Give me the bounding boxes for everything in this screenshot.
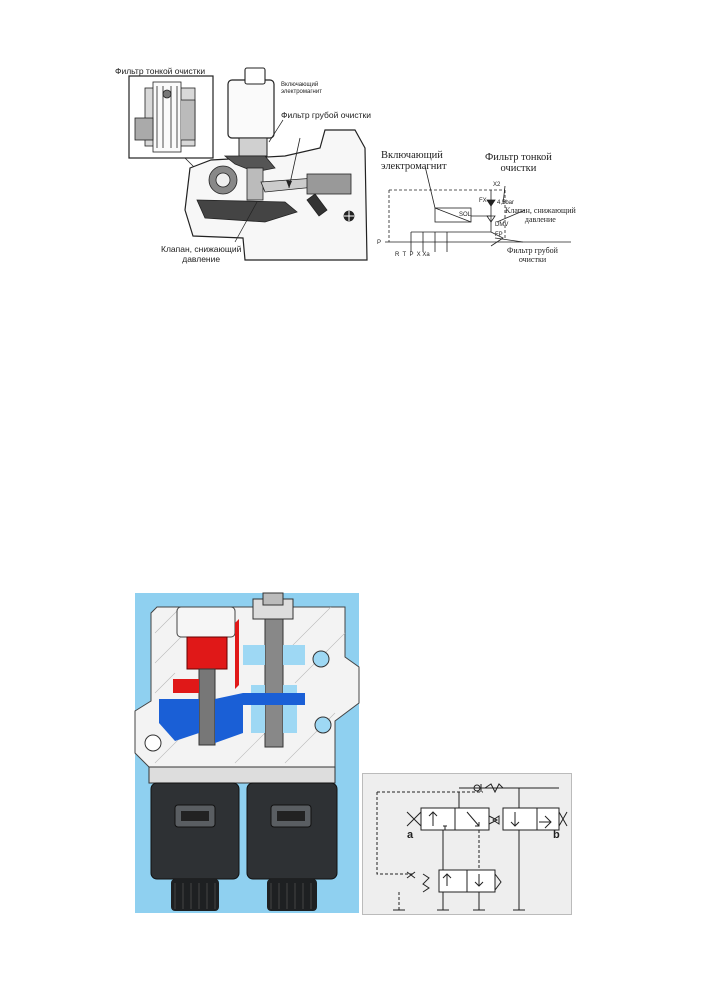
coupling-band <box>148 766 336 784</box>
port-pressure: 4,5bar <box>497 200 515 206</box>
fine-filter-inset-detail <box>134 81 196 153</box>
port-fp: FP <box>495 232 503 238</box>
port-dmv: DMV <box>495 222 509 228</box>
port-p: P <box>377 240 382 246</box>
port-sol: SOL <box>459 212 472 218</box>
schem1-label-fine-filter: Фильтр тонкой очистки <box>485 152 552 174</box>
label-switching-magnet: Включающий электромагнит <box>281 82 322 95</box>
figure-2-color-cutaway <box>134 592 360 913</box>
label-pressure-valve: Клапан, снижающий давление <box>161 244 242 264</box>
left-solenoid-cap <box>176 606 236 638</box>
hydraulic-schematic-1: Включающий электромагнит Фильтр тонкой о… <box>375 146 605 272</box>
schem1-label-coarse-filter: Фильтр грубой очистки <box>507 246 558 264</box>
schematic-1-drawing <box>385 165 571 252</box>
port-x2: X2 <box>493 182 501 188</box>
solenoid-cap <box>244 67 266 85</box>
cutaway-body <box>134 606 360 768</box>
port-fx: FX <box>479 198 487 204</box>
hydraulic-schematic-2: a b <box>362 773 572 915</box>
port-bottom-row: R T P X Xa <box>395 252 430 258</box>
schem2-label-b: b <box>553 829 560 841</box>
schematic-2-drawing <box>376 783 568 911</box>
color-cutaway-drawing <box>134 592 360 911</box>
valve-body-outline <box>184 129 368 261</box>
label-coarse-filter: Фильтр грубой очистки <box>281 110 372 120</box>
solenoid-coils <box>150 782 338 911</box>
sol-block <box>434 207 472 223</box>
valve-section-drawing <box>128 67 368 261</box>
figure-1-valve-cross-section: Фильтр тонкой очистки Включающий электро… <box>115 60 390 270</box>
schem1-label-pressure-valve: Клапан, снижающий давление <box>505 206 576 224</box>
label-fine-filter: Фильтр тонкой очистки <box>115 66 206 76</box>
solenoid-housing <box>227 79 275 139</box>
schem1-label-switching-magnet: Включающий электромагнит <box>381 150 447 172</box>
internal-channels <box>196 155 355 223</box>
blue-oil-left <box>159 699 199 741</box>
schem2-label-a: a <box>407 829 414 841</box>
red-pressure-zone <box>186 636 228 670</box>
